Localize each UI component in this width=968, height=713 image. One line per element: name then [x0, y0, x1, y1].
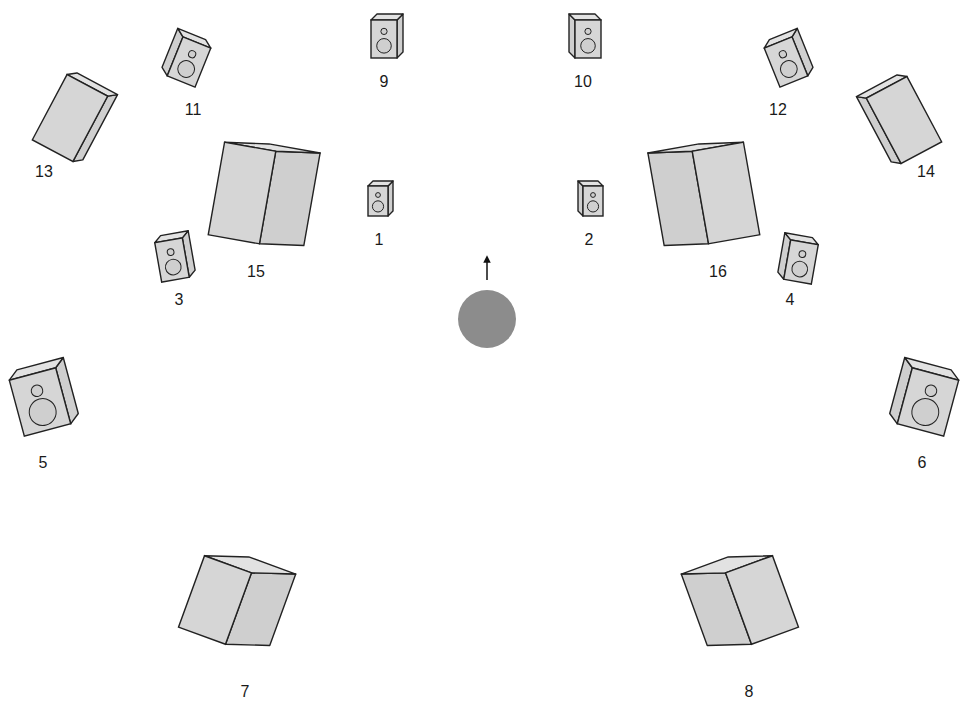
- callout-number: 10: [574, 74, 592, 90]
- speaker-front: [179, 556, 252, 645]
- woofer: [372, 201, 383, 212]
- speaker-top: [569, 14, 601, 20]
- speaker-front: [692, 142, 760, 244]
- speaker-front: [897, 368, 958, 436]
- speaker: [888, 357, 961, 436]
- speaker: [179, 543, 296, 659]
- callout-number: 9: [380, 74, 389, 90]
- speaker-front: [575, 20, 601, 58]
- listener: [458, 290, 516, 348]
- speaker: [208, 136, 320, 251]
- tweeter: [798, 250, 806, 258]
- speaker: [160, 28, 213, 87]
- speaker-top: [368, 181, 393, 186]
- speaker: [681, 543, 798, 659]
- callout-number: 2: [585, 232, 594, 248]
- speaker-front: [866, 77, 941, 164]
- tweeter: [591, 193, 596, 198]
- speaker-top: [371, 14, 403, 20]
- callout-number: 6: [918, 455, 927, 471]
- speaker: [777, 233, 819, 284]
- tweeter: [187, 50, 196, 59]
- speaker: [762, 28, 815, 87]
- callout-number: 15: [247, 264, 265, 280]
- speaker-front: [726, 556, 799, 645]
- woofer: [175, 58, 197, 80]
- speaker: [368, 181, 393, 216]
- callout-number: 8: [745, 684, 754, 700]
- tweeter: [167, 248, 175, 256]
- woofer: [587, 201, 598, 212]
- speaker-front: [208, 142, 276, 244]
- speaker: [7, 357, 80, 436]
- callout-number: 16: [709, 264, 727, 280]
- woofer: [581, 39, 596, 54]
- speaker: [648, 136, 760, 251]
- callout-number: 12: [769, 102, 787, 118]
- speaker-front: [32, 75, 107, 162]
- tweeter: [30, 384, 44, 398]
- tweeter: [778, 50, 787, 59]
- tweeter: [376, 193, 381, 198]
- speaker-front: [9, 368, 70, 436]
- woofer: [164, 258, 182, 276]
- callout-number: 3: [175, 292, 184, 308]
- speaker-side: [388, 181, 393, 216]
- speaker-side: [569, 14, 575, 58]
- callout-number: 11: [185, 102, 202, 118]
- speaker: [154, 231, 196, 282]
- woofer: [909, 396, 942, 429]
- callout-number: 7: [241, 684, 250, 700]
- woofer: [26, 396, 59, 429]
- woofer: [791, 260, 809, 278]
- speaker-side: [578, 181, 583, 216]
- callout-number: 13: [35, 164, 53, 180]
- speaker-front: [784, 240, 819, 284]
- callout-number: 1: [375, 232, 384, 248]
- speaker-front: [764, 37, 808, 87]
- speaker-front: [368, 186, 388, 216]
- woofer: [778, 58, 800, 80]
- speaker: [569, 14, 601, 58]
- speaker-front: [583, 186, 603, 216]
- speaker: [578, 181, 603, 216]
- speaker: [32, 69, 117, 165]
- callout-number: 5: [39, 455, 48, 471]
- speaker: [856, 71, 941, 167]
- speaker-top: [578, 181, 603, 186]
- woofer: [377, 39, 392, 54]
- speaker-front: [167, 37, 211, 87]
- speaker-front: [371, 20, 397, 58]
- speaker-front: [155, 238, 190, 282]
- callout-number: 14: [917, 164, 935, 180]
- tweeter: [381, 28, 387, 34]
- speaker-side: [397, 14, 403, 58]
- tweeter: [924, 384, 938, 398]
- facing-arrow: [486, 259, 488, 280]
- callout-number: 4: [786, 292, 795, 308]
- speaker: [371, 14, 403, 58]
- tweeter: [585, 28, 591, 34]
